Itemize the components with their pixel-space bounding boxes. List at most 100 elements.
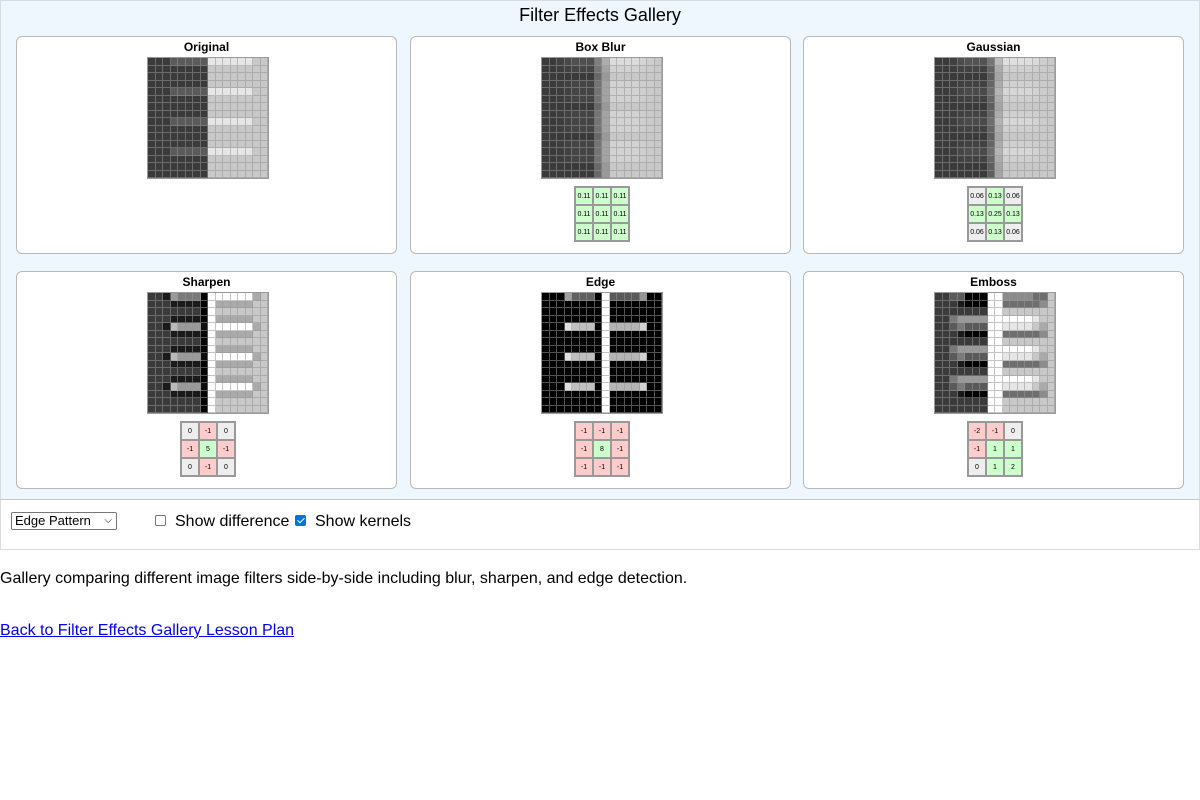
pixel [587,155,595,163]
pixel [245,170,253,178]
pixel [647,390,655,398]
pixel [654,360,662,368]
pixel [557,383,565,391]
pixel [579,148,587,156]
kernel-cell: 0 [181,458,199,476]
pixel [624,148,632,156]
pixel [230,293,238,301]
pixel [215,338,223,346]
pixel [253,148,261,156]
pixel [624,315,632,323]
pixel [587,383,595,391]
pixel [178,345,186,353]
pixel [1025,65,1033,73]
pixel [594,390,602,398]
pixel [163,133,171,141]
pixel [155,88,163,96]
show-kernels-label[interactable]: Show kernels [315,513,412,530]
pixel [632,58,640,66]
pixel [542,155,550,163]
pixel [215,323,223,331]
pixel [987,155,995,163]
pixel [1032,125,1040,133]
pixel [972,170,980,178]
pixel [950,118,958,126]
pixel [572,390,580,398]
pixel [639,293,647,301]
pixel [238,103,246,111]
pixel [579,330,587,338]
pixel [639,308,647,316]
pixel [950,103,958,111]
pixel [980,163,988,171]
pixel [572,383,580,391]
back-to-lesson-plan-link[interactable]: Back to Filter Effects Gallery Lesson Pl… [0,622,295,639]
pixel [230,118,238,126]
pixel [647,405,655,413]
pixel [942,148,950,156]
pixel [980,118,988,126]
pixel [208,95,216,103]
pixel [602,368,610,376]
pixel [957,65,965,73]
pixel [208,383,216,391]
pixel [1040,118,1048,126]
pixel [564,140,572,148]
pixel [238,360,246,368]
pixel [148,73,156,81]
pixel [632,360,640,368]
pixel [617,110,625,118]
pixel [602,330,610,338]
pixel [579,58,587,66]
pixel [980,300,988,308]
pixel [602,375,610,383]
pixel [253,110,261,118]
show-difference-label[interactable]: Show difference [175,513,290,530]
pixel [253,118,261,126]
pixel [1040,375,1048,383]
pixel [647,140,655,148]
pixel [957,133,965,141]
pixel [594,368,602,376]
show-difference-checkbox[interactable] [155,515,166,526]
pixel [1017,293,1025,301]
pixel [572,323,580,331]
pixel [1040,125,1048,133]
pixel [193,140,201,148]
pixel [170,383,178,391]
pixel [260,140,268,148]
pixel [1002,323,1010,331]
pixel [980,308,988,316]
pixel [253,155,261,163]
pixel [1017,323,1025,331]
pixel [587,405,595,413]
pixel [647,148,655,156]
pixel [549,300,557,308]
pattern-select[interactable]: Edge Pattern ⌵ [11,512,117,530]
show-kernels-checkbox[interactable] [295,515,306,526]
pixel [965,88,973,96]
pixel [972,88,980,96]
pixel [557,65,565,73]
pixel [957,330,965,338]
pixel [1047,155,1055,163]
pixel [557,345,565,353]
pixel [193,360,201,368]
pixel [950,323,958,331]
pixel [957,398,965,406]
pixel [579,133,587,141]
kernel-cell: 0.13 [1004,205,1022,223]
pixel [253,300,261,308]
pixel [238,398,246,406]
pixel [200,73,208,81]
pixel [1047,133,1055,141]
pixel [654,58,662,66]
pixel [208,405,216,413]
pixel [208,140,216,148]
pixel [647,368,655,376]
pixel [624,338,632,346]
kernel-cell: -1 [593,422,611,440]
pixel [935,65,943,73]
pixel [587,308,595,316]
pixel [987,88,995,96]
